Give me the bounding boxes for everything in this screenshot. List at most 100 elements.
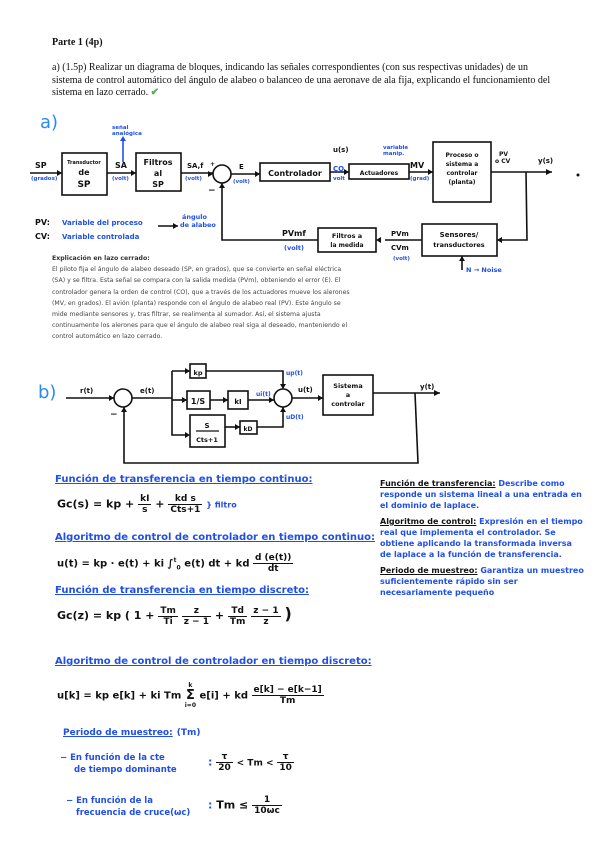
formula-part: Periodo de muestreo: <box>380 566 478 575</box>
formula-part: kI <box>138 494 152 505</box>
unit-sa: (volt) <box>112 176 129 182</box>
note-mv-2: manip. <box>383 151 404 157</box>
formula-part: Tm ≤ <box>216 798 249 812</box>
arrowhead <box>376 237 381 243</box>
formula-part: Algoritmo de control: <box>380 517 477 526</box>
arrowhead <box>120 136 126 141</box>
definition-control-algorithm: Algoritmo de control: Expresión en el ti… <box>380 516 585 560</box>
arrowhead <box>434 390 440 396</box>
diagram-group: SP SA SA,f + − E u(s) MV PV o CV y(s) PV… <box>35 146 553 252</box>
legend-pv: PV: <box>35 218 50 227</box>
transductor-line3: SP <box>77 180 90 190</box>
ut-mid: e(t) dt + kd <box>184 558 250 570</box>
block-diagram-b: kp 1/S kI S Cts+1 kD Sistema a controlar… <box>66 363 440 464</box>
summing-junction-b2 <box>273 388 293 408</box>
signal-pv: PV <box>499 151 508 158</box>
signal-saf: SA,f <box>187 162 204 170</box>
diagram-wire <box>171 371 185 436</box>
signal-et: e(t) <box>140 387 155 395</box>
sum-minus: − <box>208 186 216 196</box>
filtros-sp-line2: al <box>154 169 162 178</box>
formula-part: 10 <box>279 763 292 773</box>
diagram-group: Transductor de SP Filtros al SP Controla… <box>67 152 485 249</box>
formula-part: dt <box>267 564 279 574</box>
proceso-line2: sistema a <box>446 161 479 168</box>
arrowhead <box>344 169 349 175</box>
signal-sa: SA <box>115 161 128 170</box>
block-filtros-sp <box>135 152 182 192</box>
part-title: Parte 1 (4p) <box>52 37 103 48</box>
signal-e: E <box>239 163 244 171</box>
formula-part: Periodo de muestreo: <box>63 728 173 738</box>
unit-mv: (grad) <box>410 176 430 182</box>
formula-part: Tm <box>229 616 246 627</box>
formula-part: Cts+1 <box>170 505 201 515</box>
diagram-wire <box>123 392 419 464</box>
gc-s-lhs: Gc(s) = kp + <box>57 497 135 511</box>
filtros-medida-line2: la medida <box>330 242 363 249</box>
arrowhead <box>255 171 260 177</box>
signal-noise: N → Noise <box>466 266 502 274</box>
unit-pvmf: (volt) <box>284 244 304 252</box>
heading-tf-discrete: Función de transferencia en tiempo discr… <box>55 585 310 596</box>
arrowhead <box>546 169 552 175</box>
definition-sampling-period: Periodo de muestreo: Garantiza un muestr… <box>380 565 585 598</box>
arrowhead <box>57 170 62 176</box>
formula-part: de tiempo dominante <box>74 765 177 775</box>
diagram-wire <box>257 407 284 428</box>
signal-cvm: CVm <box>391 244 409 252</box>
arrowhead <box>219 183 225 188</box>
arrowhead <box>223 397 228 403</box>
wire-feedback-to-sensor <box>497 171 528 241</box>
formula-part: e[k] − e[k−1]Tm <box>251 685 324 706</box>
formula-part: 20 <box>218 763 231 773</box>
unit-sp: (grados) <box>31 176 58 182</box>
ut-lhs: u(t) = kp · e(t) + ki ∫ <box>57 558 174 570</box>
formula-part: d (e(t)) <box>252 553 294 564</box>
arrowhead <box>280 384 286 389</box>
formula-part: Describe como responde un sistema lineal… <box>380 479 582 510</box>
diagram-group <box>66 363 440 464</box>
signal-ut: u(t) <box>298 386 313 394</box>
formula-part: : <box>208 798 213 812</box>
transductor-line1: Transductor <box>67 160 101 166</box>
formula-part: τ <box>216 752 233 763</box>
diagram-group <box>30 138 552 270</box>
formula-part: < Tm < <box>236 758 274 769</box>
formula-part: s <box>142 505 148 515</box>
definitions: Función de transferencia: Describe como … <box>380 478 585 598</box>
plant-line1: Sistema <box>333 382 362 390</box>
arrowhead <box>497 237 502 243</box>
formula-part: Gc(z) = kp ( 1 + <box>57 609 155 622</box>
diagram-group <box>109 368 440 438</box>
sensores-line1: Sensores/ <box>440 231 479 239</box>
diagram-group: up(t) ui(t) uD(t) <box>256 370 304 421</box>
integrator-label: 1/S <box>191 397 205 406</box>
filter-note: } filtro <box>206 500 237 510</box>
formula-part: k <box>188 682 193 689</box>
legend-pv-desc: Variable del proceso <box>62 219 143 227</box>
note-mv-1: variable <box>383 145 408 151</box>
arrowhead <box>173 223 178 229</box>
formula-part: Función de transferencia: <box>380 479 496 488</box>
signal-ud: uD(t) <box>286 414 304 421</box>
filtros-medida-line1: Filtros a <box>332 232 362 240</box>
formula-part: − En función de la cte <box>60 753 165 763</box>
signal-us: u(s) <box>333 146 349 154</box>
explanation-heading: Explicación en lazo cerrado: <box>52 255 150 262</box>
block-sensores <box>421 223 498 257</box>
wire-feedback-sum <box>221 183 318 241</box>
summing-junction-a <box>212 164 232 184</box>
signal-yt: y(t) <box>420 383 434 391</box>
note-sa-2: analógica <box>112 130 142 137</box>
legend-cv-desc: Variable controlada <box>62 233 140 241</box>
block-transductor <box>61 152 108 196</box>
formula-part: 0 <box>176 564 181 572</box>
definition-transfer-function: Función de transferencia: Describe como … <box>380 478 585 511</box>
formula-part: Garantiza un muestreo suficientemente rá… <box>380 566 584 597</box>
question-text: a) (1.5p) Realizar un diagrama de bloque… <box>52 62 557 100</box>
formula-part: (Tm) <box>176 728 201 738</box>
